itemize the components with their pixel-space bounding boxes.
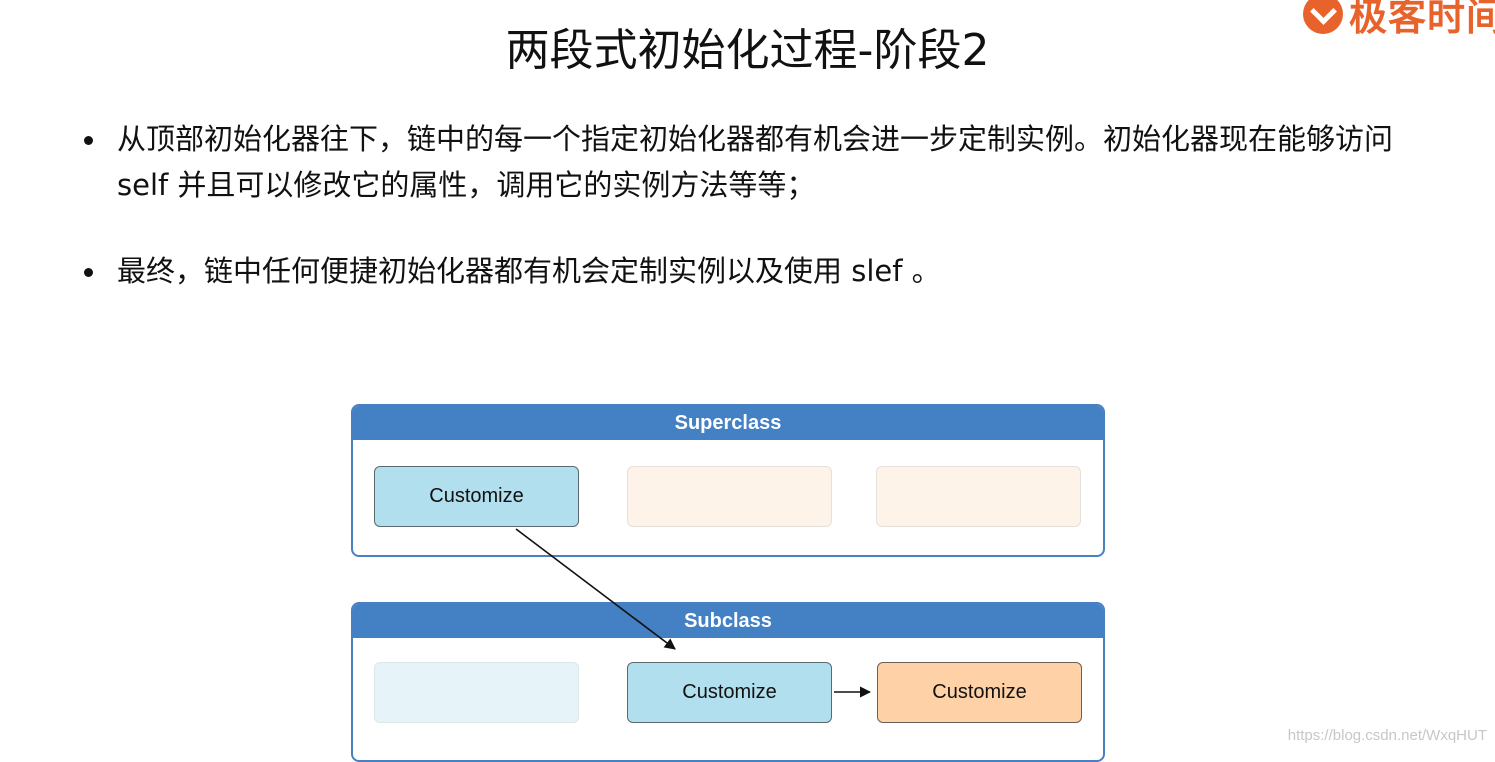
watermark: https://blog.csdn.net/WxqHUT bbox=[1287, 727, 1487, 744]
superclass-placeholder-node bbox=[876, 466, 1081, 527]
subclass-convenience-customize-node: Customize bbox=[877, 662, 1082, 723]
logo-mark-icon bbox=[1302, 0, 1343, 34]
subclass-placeholder-node bbox=[374, 662, 579, 723]
subclass-designated-customize-node: Customize bbox=[627, 662, 832, 723]
brand-logo: 极客时间 bbox=[1302, 0, 1495, 41]
bullet-item: 最终，链中任何便捷初始化器都有机会定制实例以及使用 slef 。 bbox=[84, 248, 1434, 294]
brand-name: 极客时间 bbox=[1348, 0, 1495, 39]
bullet-list: 从顶部初始化器往下，链中的每一个指定初始化器都有机会进一步定制实例。初始化器现在… bbox=[84, 116, 1434, 334]
superclass-placeholder-node bbox=[627, 466, 832, 527]
superclass-customize-node: Customize bbox=[374, 466, 579, 527]
subclass-header: Subclass bbox=[353, 604, 1103, 638]
bullet-item: 从顶部初始化器往下，链中的每一个指定初始化器都有机会进一步定制实例。初始化器现在… bbox=[84, 116, 1434, 208]
page-title: 两段式初始化过程-阶段2 bbox=[505, 25, 990, 76]
superclass-header: Superclass bbox=[353, 406, 1103, 440]
